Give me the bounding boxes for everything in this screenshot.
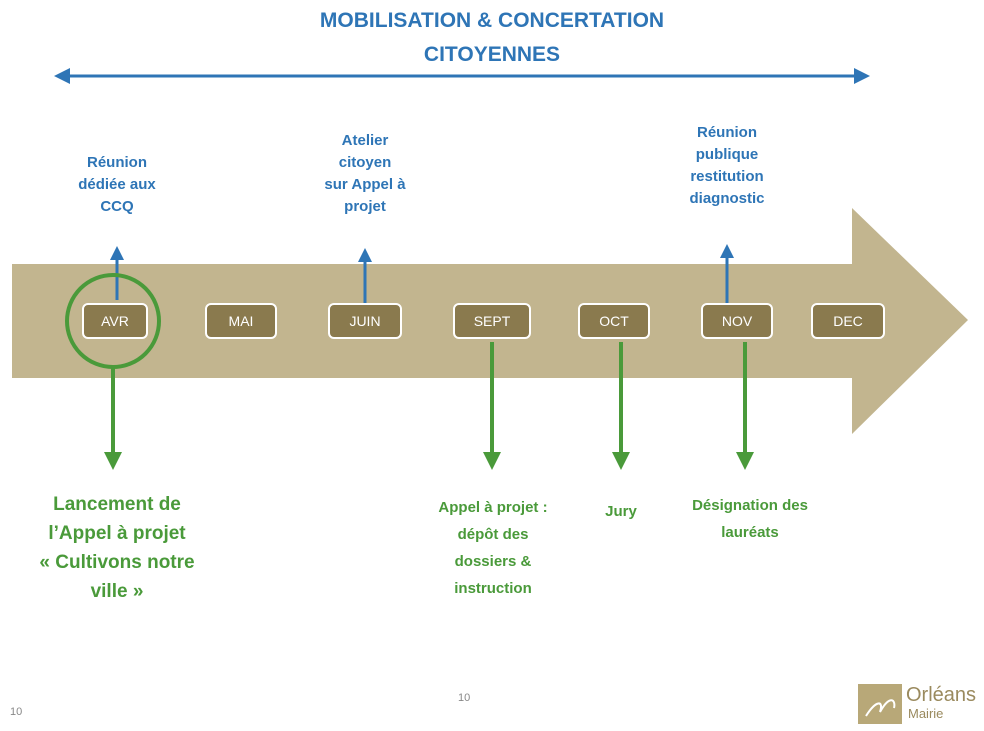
event-avr-reunion-ccq: Réunion dédiée aux CCQ — [78, 154, 156, 215]
month-mai: MAI — [205, 303, 277, 339]
month-dec: DEC — [811, 303, 885, 339]
month-avr: AVR — [82, 303, 148, 339]
top-span-arrow-right-head — [854, 68, 870, 84]
month-juin: JUIN — [328, 303, 402, 339]
event-oct-jury: Jury — [605, 503, 637, 520]
page-title-line1: MOBILISATION & CONCERTATION — [319, 9, 665, 32]
blue-up-arrow-nov — [720, 244, 734, 304]
event-juin-atelier-citoyen: Atelier citoyen sur Appel à projet — [324, 132, 406, 215]
logo-name: Orléans — [906, 684, 977, 706]
event-sept-appel-projet: Appel à projet : dépôt des dossiers & in… — [438, 499, 548, 597]
page-title-line2: CITOYENNES — [423, 43, 561, 66]
avr-highlight-circle — [65, 273, 161, 369]
page-number-center: 10 — [458, 692, 471, 704]
page-number-left: 10 — [10, 706, 23, 718]
blue-up-arrow-juin — [358, 248, 372, 304]
event-nov-reunion-publique: Réunion publique restitution diagnostic — [689, 124, 765, 207]
green-down-arrow-oct — [612, 342, 630, 470]
green-down-arrow-nov — [736, 342, 754, 470]
green-down-arrow-sept — [483, 342, 501, 470]
month-nov: NOV — [701, 303, 773, 339]
event-avr-lancement: Lancement de l’Appel à projet « Cultivon… — [39, 494, 195, 602]
blue-up-arrow-avr — [110, 246, 124, 300]
month-sept: SEPT — [453, 303, 531, 339]
event-nov-designation: Désignation des lauréats — [692, 497, 808, 541]
logo-subtitle: Mairie — [908, 706, 944, 721]
orleans-logo-mark — [858, 684, 902, 724]
month-oct: OCT — [578, 303, 650, 339]
top-span-arrow-left-head — [54, 68, 70, 84]
green-down-arrow-avr — [104, 368, 122, 470]
